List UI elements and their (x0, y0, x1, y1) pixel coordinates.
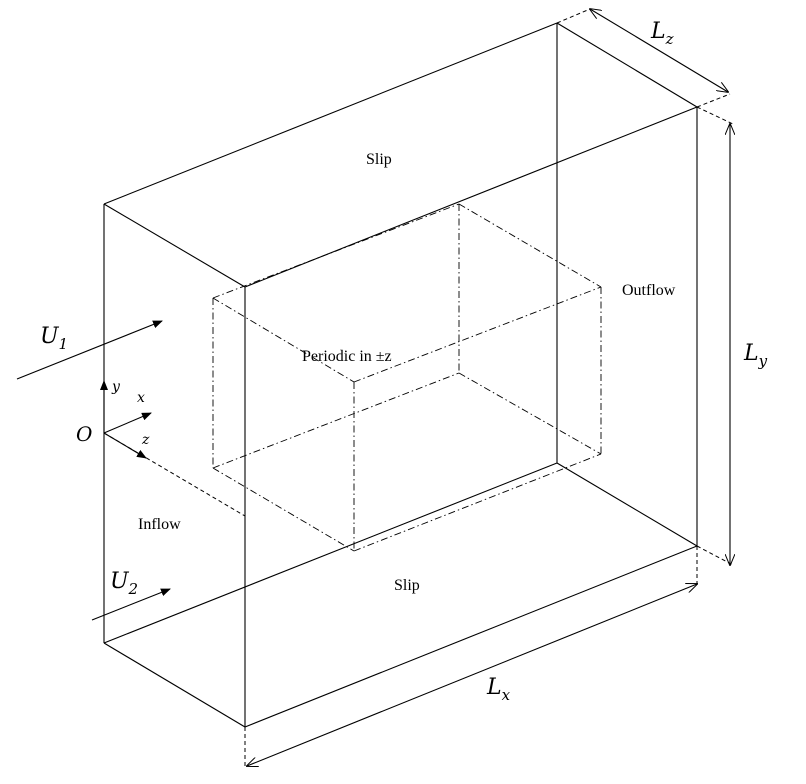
periodic-box (212, 203, 602, 552)
periodic-label: Periodic in ±z (302, 348, 392, 365)
back-face-bottom-edge (103, 462, 558, 644)
u2-label: U2 (110, 569, 138, 598)
depth-edge-top-right (556, 22, 698, 108)
x-axis-label: x (137, 390, 145, 406)
origin-label: O (76, 422, 92, 446)
slip-top-label: Slip (366, 151, 392, 168)
u2-arrow (91, 588, 171, 621)
z-axis-label: z (141, 432, 150, 448)
inflow-label: Inflow (138, 516, 181, 533)
lx-label: Lx (486, 675, 511, 704)
velocity-arrows (16, 320, 171, 621)
dimension-arrows (247, 9, 730, 766)
dimension-extension-lines (103, 8, 734, 768)
outflow-label: Outflow (622, 282, 676, 299)
lx-dimension-arrow (247, 584, 697, 766)
lz-label: Lz (650, 19, 674, 48)
back-face-top-edge (103, 22, 558, 205)
slip-bottom-label: Slip (394, 577, 420, 594)
u1-label: U1 (40, 324, 68, 353)
x-axis-arrow (103, 412, 152, 434)
front-face-top-edge (244, 106, 698, 288)
domain-box (103, 22, 698, 728)
depth-edge-bottom-left (103, 642, 246, 728)
z-axis-arrow (103, 432, 147, 459)
coordinate-axes (100, 380, 152, 459)
depth-edge-bottom-right (556, 462, 698, 547)
u1-arrow (16, 320, 163, 380)
y-axis-label: y (111, 379, 121, 395)
front-face-bottom-edge (244, 545, 698, 728)
lz-dimension-arrow (590, 9, 728, 92)
depth-edge-top-left (103, 203, 246, 288)
ly-label: Ly (743, 341, 768, 370)
